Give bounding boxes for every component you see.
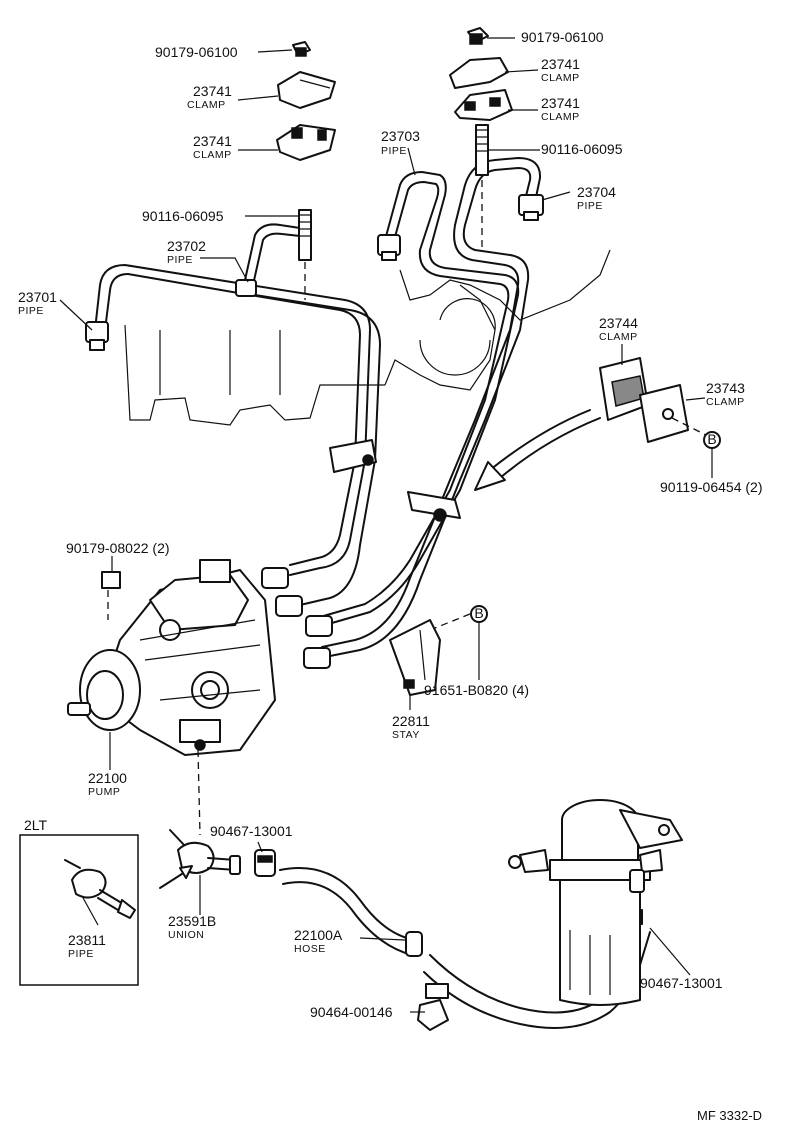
union-23591b <box>159 829 241 889</box>
label-pipe-23704-name: PIPE <box>577 200 603 212</box>
label-clamp-l1-name: CLAMP <box>187 99 226 111</box>
label-pipe-23811-num: 23811 <box>68 932 106 948</box>
label-stay-num: 22811 <box>392 713 430 729</box>
label-hose-clip-right: 90467-13001 <box>640 975 723 991</box>
label-pipe-23703-name: PIPE <box>381 145 407 157</box>
label-pipe-23702-name: PIPE <box>167 254 193 266</box>
stay-bracket <box>389 619 441 710</box>
label-nut-pump: 90179-08022 (2) <box>66 540 170 556</box>
label-union-name: UNION <box>168 929 204 941</box>
label-bolt-b-upper: 90119-06454 (2) <box>660 479 762 495</box>
label-clamp-23743-name: CLAMP <box>706 396 745 408</box>
figure-code: MF 3332-D <box>697 1108 762 1123</box>
label-nut-left: 90179-06100 <box>155 44 238 60</box>
label-clamp-23744-name: CLAMP <box>599 331 638 343</box>
clamp-stack-right <box>449 27 513 176</box>
clamp-pair-right <box>599 357 709 443</box>
label-clamp-r1-num: 23741 <box>541 56 580 72</box>
label-pipe-23701-name: PIPE <box>18 305 44 317</box>
label-clamp-r2-num: 23741 <box>541 95 580 111</box>
label-stud-right: 90116-06095 <box>541 141 623 157</box>
ref-marker-lower-letter: B <box>474 605 483 621</box>
clamp-stack-left <box>276 41 336 261</box>
pipe-end-nuts <box>85 194 544 351</box>
ref-marker-upper-letter: B <box>707 431 716 447</box>
ref-marker-lower <box>429 605 488 680</box>
fuel-filter <box>508 799 683 1006</box>
label-hose-num: 22100A <box>294 927 343 943</box>
direction-arrow <box>474 409 601 491</box>
label-pump-name: PUMP <box>88 786 120 798</box>
label-clamp-l2-name: CLAMP <box>193 149 232 161</box>
label-pipe-23704-num: 23704 <box>577 184 616 200</box>
injection-pipes <box>94 157 542 658</box>
label-hose-clip-lower: 90464-00146 <box>310 1004 393 1020</box>
label-stud-left: 90116-06095 <box>142 208 224 224</box>
label-clamp-r2-name: CLAMP <box>541 111 580 123</box>
callout-labels: 90179-06100 90179-06100 23741 CLAMP 2374… <box>18 29 762 1123</box>
label-clamp-23744-num: 23744 <box>599 315 638 331</box>
label-pump-num: 22100 <box>88 770 127 786</box>
label-variant-box: 2LT <box>24 817 48 833</box>
label-union-num: 23591B <box>168 913 216 929</box>
ref-marker-upper <box>703 431 721 478</box>
line-clamps <box>329 439 461 522</box>
injection-pump <box>67 559 276 836</box>
label-nut-right: 90179-06100 <box>521 29 604 45</box>
label-clamp-l1-num: 23741 <box>193 83 232 99</box>
label-clamp-l2-num: 23741 <box>193 133 232 149</box>
label-stay-name: STAY <box>392 729 420 741</box>
label-pipe-23811-name: PIPE <box>68 948 94 960</box>
label-pipe-23701-num: 23701 <box>18 289 57 305</box>
label-pipe-23703-num: 23703 <box>381 128 420 144</box>
label-pipe-23702-num: 23702 <box>167 238 206 254</box>
pump-pipe-nuts <box>261 567 333 669</box>
engine-outline <box>124 249 611 426</box>
label-hose-name: HOSE <box>294 943 326 955</box>
label-bolt-b-lower: 91651-B0820 (4) <box>424 682 529 698</box>
variant-box <box>19 834 139 986</box>
label-clamp-23743-num: 23743 <box>706 380 745 396</box>
label-hose-clip-upper: 90467-13001 <box>210 823 293 839</box>
label-clamp-r1-name: CLAMP <box>541 72 580 84</box>
leader-lines <box>59 37 706 1013</box>
